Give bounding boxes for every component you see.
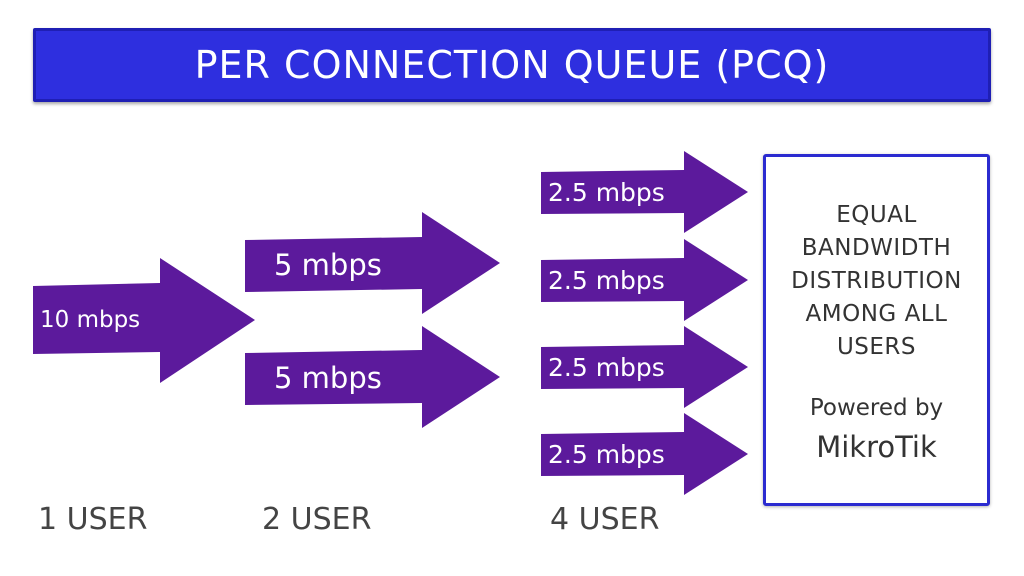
title-banner: PER CONNECTION QUEUE (PCQ) — [33, 28, 991, 102]
bandwidth-arrow-2user-2 — [245, 326, 500, 428]
arrow-label-2user-2: 5 mbps — [274, 361, 382, 395]
bandwidth-arrow-4user-4 — [541, 413, 748, 495]
bandwidth-arrow-2user-1 — [245, 212, 500, 314]
arrow-label-4user-3: 2.5 mbps — [548, 353, 665, 382]
info-description: EQUAL BANDWIDTH DISTRIBUTION AMONG ALL U… — [766, 199, 987, 364]
user-count-label-2: 2 USER — [262, 502, 372, 537]
info-line: EQUAL — [836, 202, 917, 228]
brand-name: MikroTik — [816, 430, 937, 464]
bandwidth-arrow-1user-1 — [33, 258, 255, 383]
user-count-label-1: 1 USER — [38, 502, 148, 537]
arrow-label-4user-2: 2.5 mbps — [548, 266, 665, 295]
bandwidth-arrow-4user-2 — [541, 239, 748, 321]
info-line: BANDWIDTH — [801, 235, 952, 261]
info-box: EQUAL BANDWIDTH DISTRIBUTION AMONG ALL U… — [763, 154, 990, 506]
bandwidth-arrow-4user-3 — [541, 326, 748, 408]
info-line: DISTRIBUTION — [791, 268, 962, 294]
arrow-label-4user-4: 2.5 mbps — [548, 440, 665, 469]
info-line: USERS — [836, 334, 917, 360]
page-title: PER CONNECTION QUEUE (PCQ) — [194, 43, 830, 87]
arrow-label-4user-1: 2.5 mbps — [548, 178, 665, 207]
bandwidth-arrow-4user-1 — [541, 151, 748, 233]
arrow-label-2user-1: 5 mbps — [274, 248, 382, 282]
info-line: AMONG ALL — [805, 301, 948, 327]
arrow-label-1user-1: 10 mbps — [40, 307, 141, 333]
user-count-label-4: 4 USER — [550, 502, 660, 537]
powered-by-label: Powered by — [809, 395, 944, 421]
